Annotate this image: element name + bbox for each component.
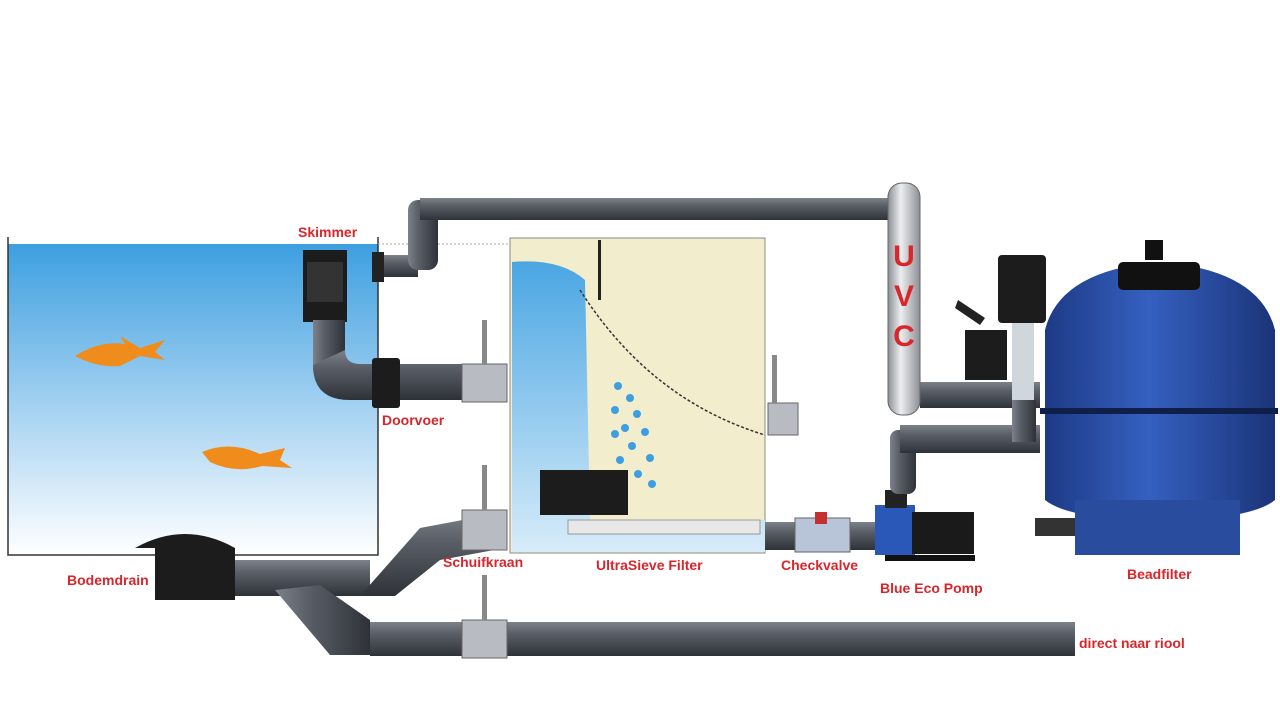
label-beadfilter: Beadfilter xyxy=(1127,566,1192,582)
fish-icon xyxy=(202,446,292,470)
label-checkvalve: Checkvalve xyxy=(781,557,858,573)
label-ultrasieve-filter: UltraSieve Filter xyxy=(596,557,703,573)
label-bodemdrain: Bodemdrain xyxy=(67,572,149,588)
label-skimmer: Skimmer xyxy=(298,224,358,240)
blue-eco-pump xyxy=(875,490,975,561)
uvc-letter-v: V xyxy=(894,280,914,313)
beadfilter xyxy=(1035,240,1278,555)
return-pipe xyxy=(372,198,890,282)
multiport-valve xyxy=(955,255,1046,442)
fish-icon xyxy=(75,336,165,367)
water-drops-icon xyxy=(611,382,656,488)
ultrasieve-filter xyxy=(509,237,799,554)
label-schuifkraan: Schuifkraan xyxy=(443,554,523,570)
label-doorvoer: Doorvoer xyxy=(382,412,445,428)
uvc-letter-u: U xyxy=(893,240,915,273)
label-direct-naar-riool: direct naar riool xyxy=(1079,635,1185,651)
uvc-letter-c: C xyxy=(893,320,915,353)
label-blue-eco-pomp: Blue Eco Pomp xyxy=(880,580,983,596)
checkvalve xyxy=(765,512,875,553)
bottom-drain xyxy=(135,465,1075,659)
skimmer xyxy=(303,250,508,408)
